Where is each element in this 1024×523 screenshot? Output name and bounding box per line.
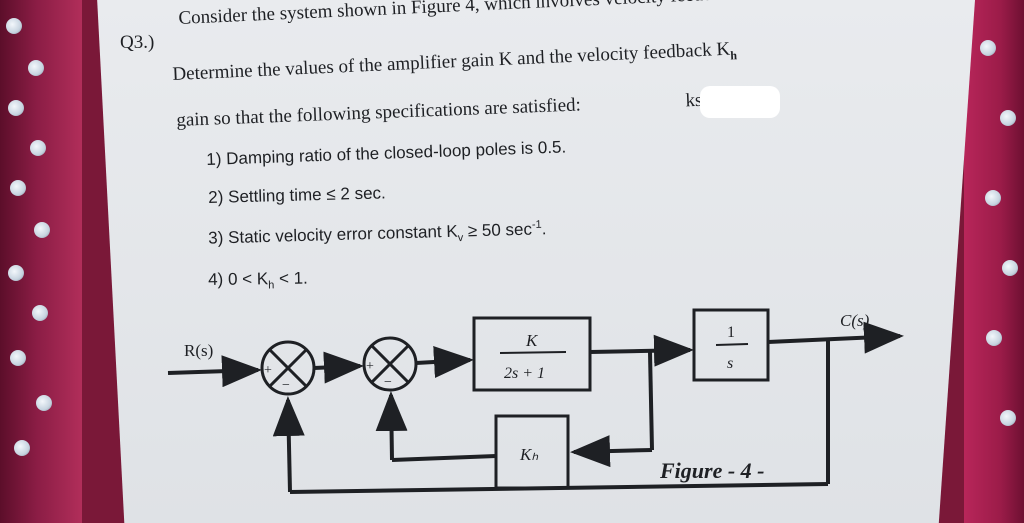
sum1-plus-sign: + [264, 363, 272, 378]
binder-dot [30, 140, 46, 156]
redacted-patch [700, 86, 780, 118]
integrator-block [692, 308, 770, 382]
forward-numerator: K [525, 331, 539, 350]
binder-dot [28, 60, 44, 76]
binder-dot [1000, 110, 1016, 126]
forward-denominator: 2s + 1 [504, 365, 545, 382]
question-number: Q3.) [120, 32, 155, 53]
sum1-minus-sign: − [282, 378, 290, 393]
binder-dot [34, 222, 50, 238]
forward-gain-block [472, 316, 592, 392]
sum2-plus-sign: + [366, 359, 374, 374]
binder-dot [8, 265, 24, 281]
binder-dot [10, 180, 26, 196]
binder-dot [1000, 410, 1016, 426]
binder-dot [1002, 260, 1018, 276]
figure-caption: Figure - 4 - [659, 458, 765, 483]
binder-dot [985, 190, 1001, 206]
binder-dot [980, 40, 996, 56]
binder-dot [32, 305, 48, 321]
feedback-gain-label: Kₕ [519, 445, 538, 464]
integrator-numerator: 1 [727, 324, 735, 341]
binder-dot [36, 395, 52, 411]
binder-dot [8, 100, 24, 116]
sum2-minus-sign: − [384, 375, 392, 390]
binder-dot [14, 440, 30, 456]
binder-dot [6, 18, 22, 34]
output-signal-line [767, 321, 904, 354]
output-label: C(s) [840, 311, 870, 330]
input-signal-line [167, 355, 262, 388]
binder-dot [10, 350, 26, 366]
binder-dot [986, 330, 1002, 346]
binder-left [0, 0, 82, 523]
input-label: R(s) [184, 341, 213, 360]
summing-junction-2 [362, 336, 418, 392]
integrator-denominator: s [727, 355, 733, 372]
